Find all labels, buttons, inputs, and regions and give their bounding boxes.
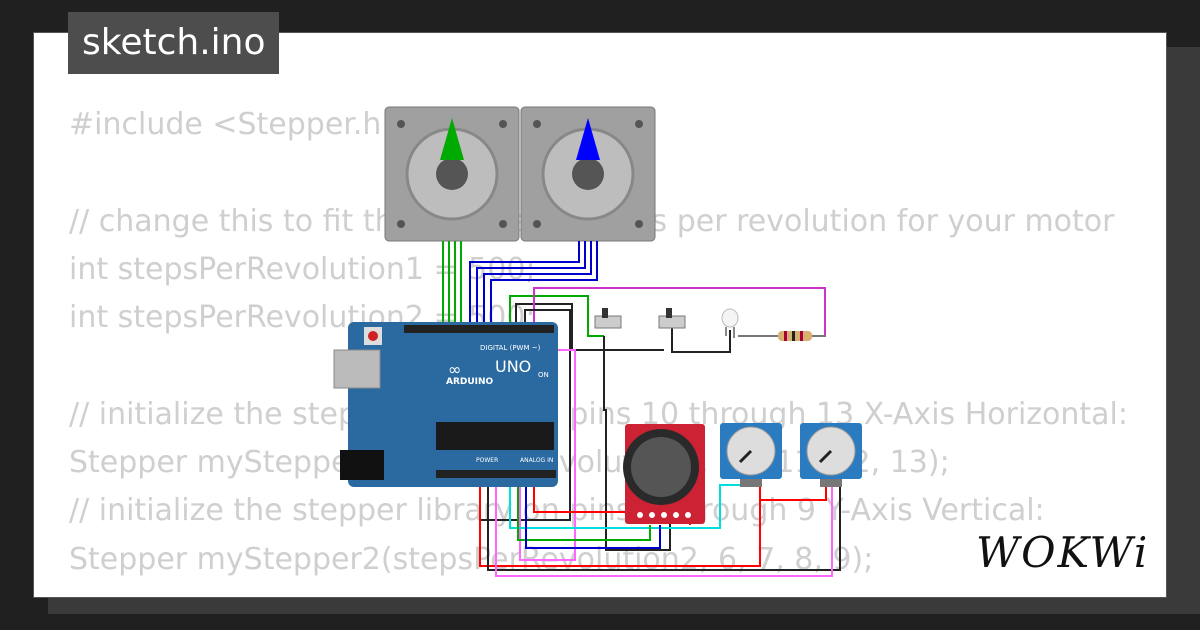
potentiometer-2[interactable]: [800, 423, 862, 487]
svg-text:ARDUINO: ARDUINO: [446, 377, 494, 387]
led[interactable]: [721, 308, 739, 338]
arduino-uno-board[interactable]: DIGITAL (PWM ~) UNO ARDUINO ON POWER ANA…: [333, 322, 558, 487]
reset-button: [368, 331, 378, 341]
arduino-logo-icon: ∞: [448, 360, 461, 379]
potentiometer-1[interactable]: [720, 423, 782, 487]
code-line: #include <Stepper.h>: [69, 107, 407, 142]
svg-text:ON: ON: [538, 371, 549, 379]
svg-text:UNO: UNO: [495, 357, 531, 376]
resistor[interactable]: [738, 331, 826, 341]
analog-header: [436, 470, 556, 478]
wokwi-logo: WOKWi: [976, 528, 1150, 577]
svg-text:POWER: POWER: [476, 457, 498, 464]
power-jack: [340, 450, 384, 480]
stepper-motor-1[interactable]: [384, 106, 520, 242]
motor2-pointer: [576, 118, 600, 160]
file-title: sketch.ino: [68, 12, 280, 74]
svg-text:DIGITAL (PWM ~): DIGITAL (PWM ~): [480, 344, 541, 352]
motor-wires: [442, 241, 841, 577]
atmega-chip: [436, 422, 554, 450]
slide-switch-2[interactable]: [658, 308, 686, 329]
slide-switch-1[interactable]: [594, 308, 622, 329]
stepper-motor-2[interactable]: [520, 106, 656, 242]
usb-port: [333, 349, 381, 389]
analog-joystick[interactable]: [623, 424, 705, 524]
svg-text:ANALOG IN: ANALOG IN: [520, 457, 553, 464]
code-line: int stepsPerRevolution1 = 500;: [69, 251, 536, 287]
digital-header: [404, 325, 554, 333]
motor1-pointer: [440, 118, 464, 160]
